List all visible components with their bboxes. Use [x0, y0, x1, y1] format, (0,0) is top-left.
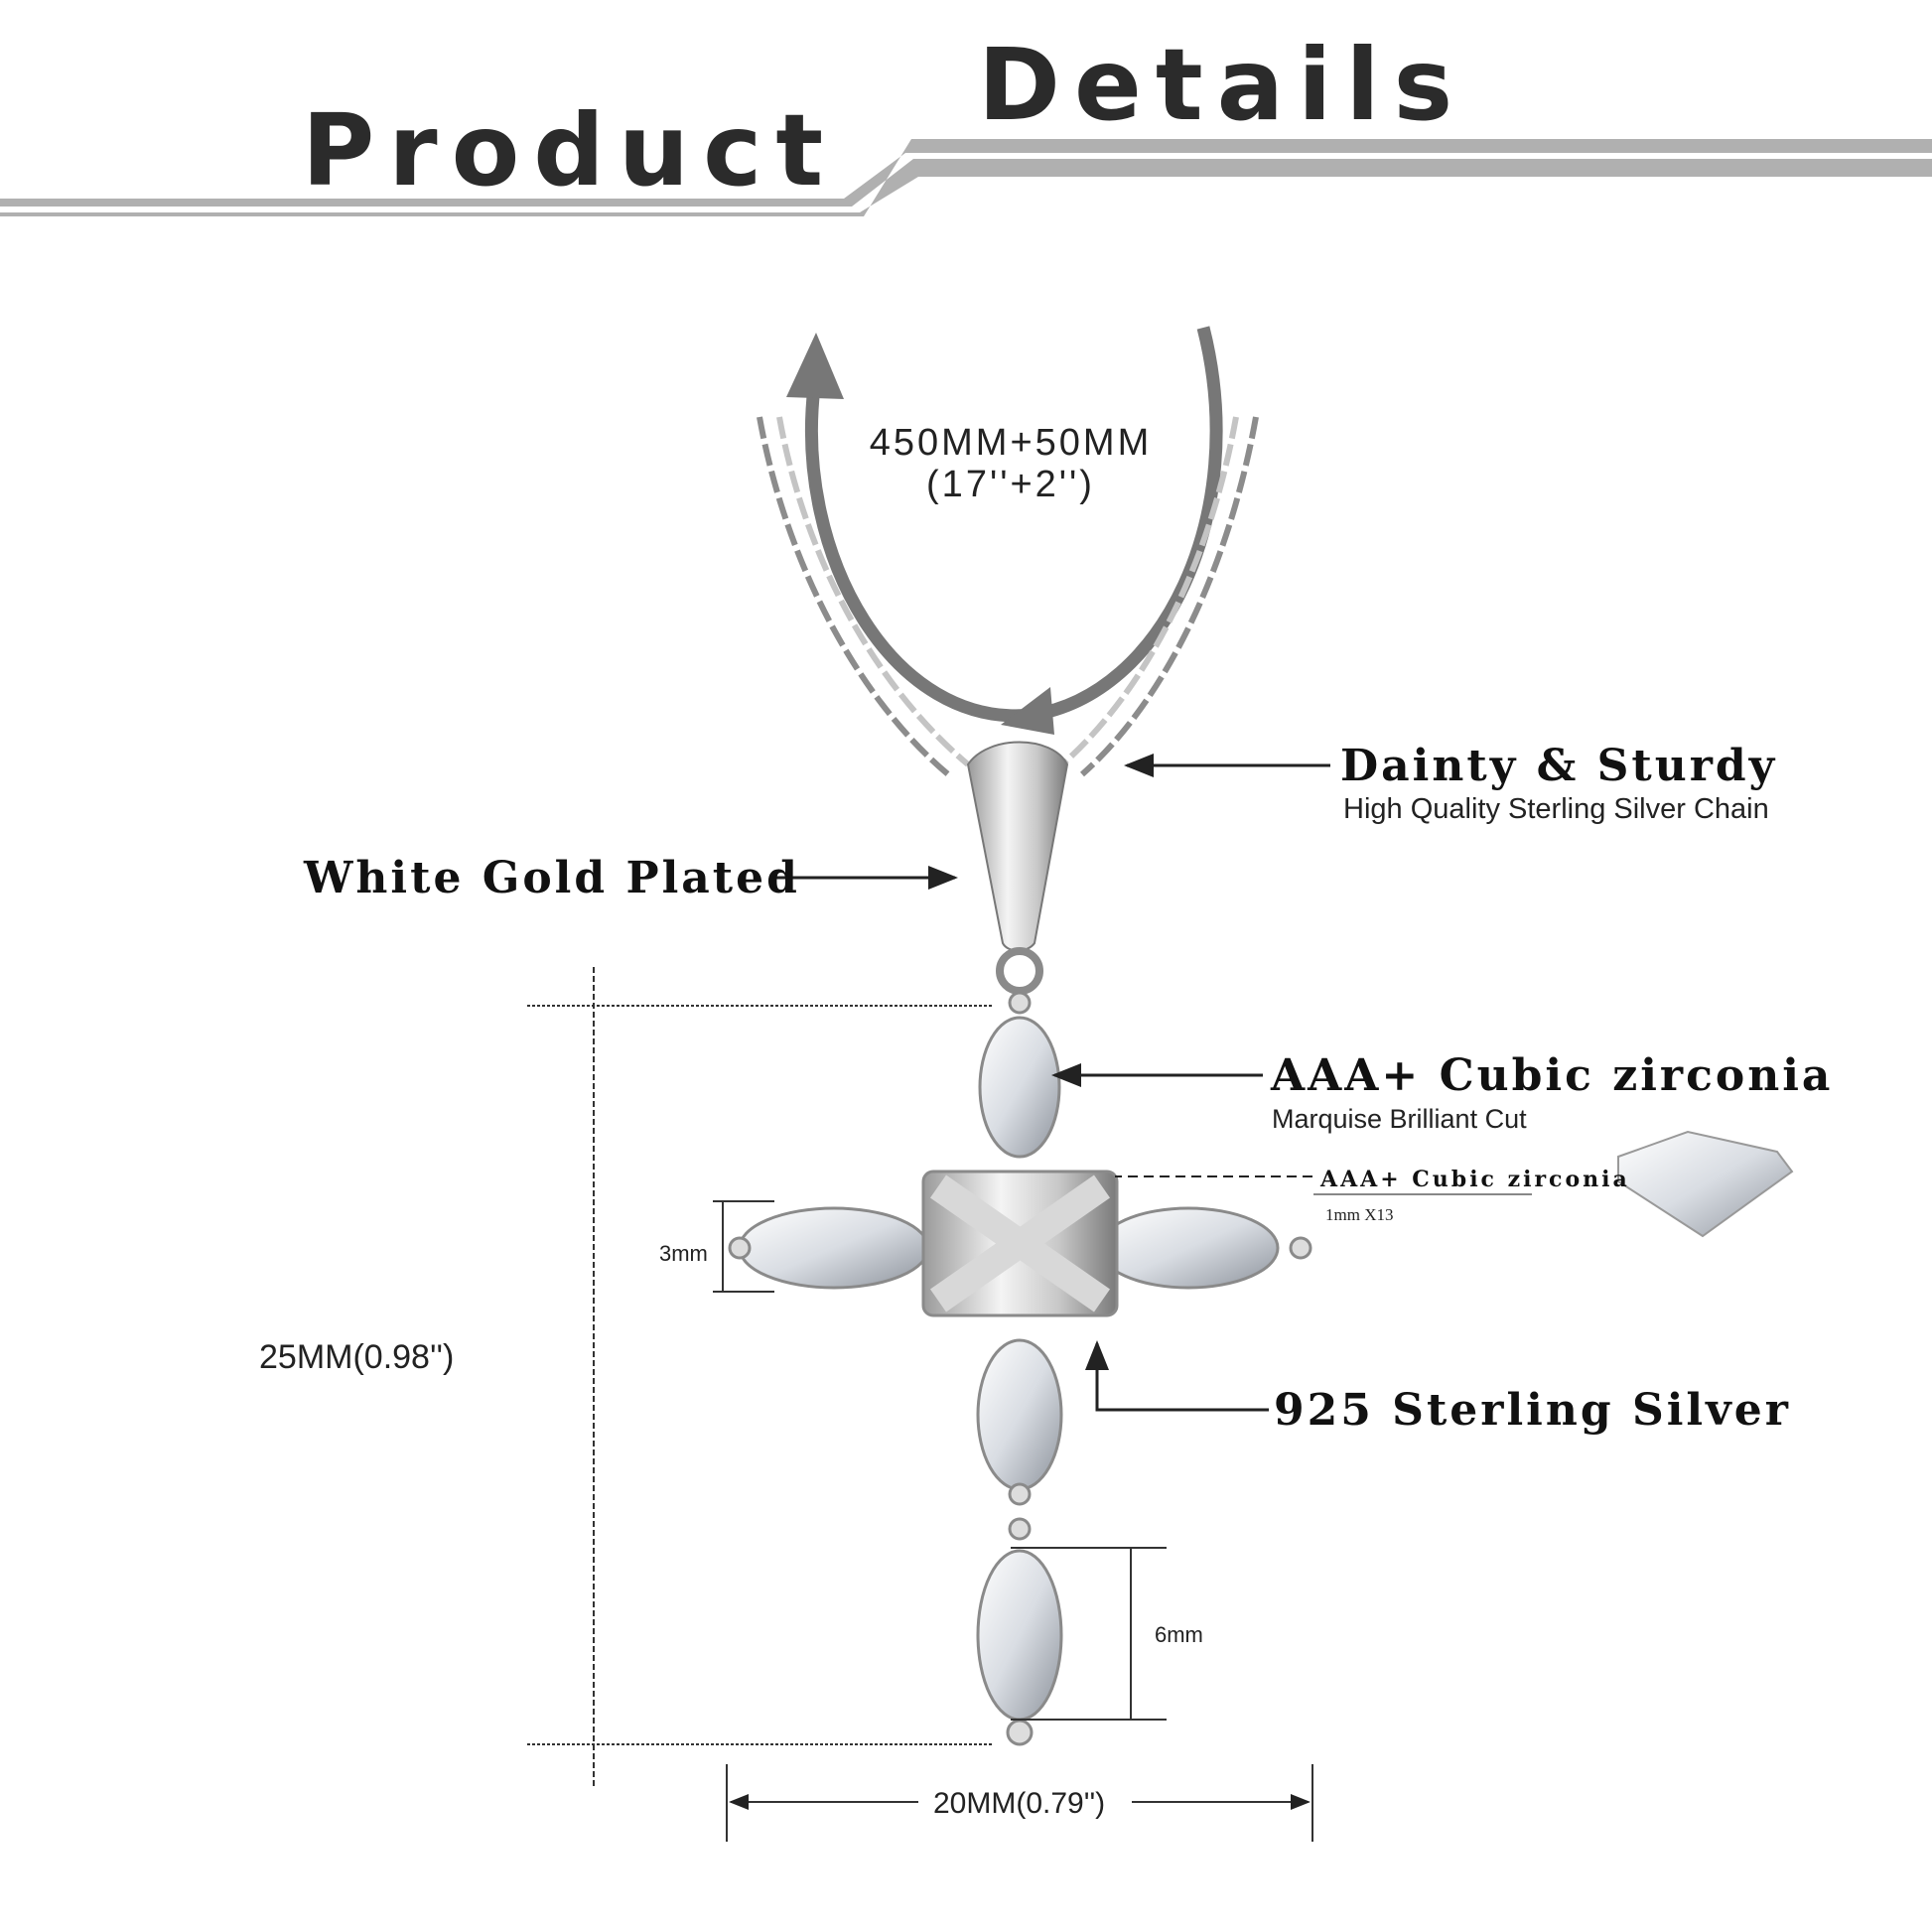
width-dimension: 20MM(0.79'')	[933, 1787, 1105, 1820]
stone-length-dimension: 6mm	[1155, 1622, 1203, 1647]
chain-subtitle: High Quality Sterling Silver Chain	[1343, 793, 1769, 825]
stone-subtitle: Marquise Brilliant Cut	[1272, 1104, 1527, 1134]
chain-title: Dainty & Sturdy	[1340, 741, 1777, 791]
loose-stone-icon	[1617, 1130, 1794, 1238]
bail-label: White Gold Plated	[303, 853, 800, 903]
metal-label: 925 Sterling Silver	[1274, 1385, 1791, 1436]
header-product: Product	[302, 92, 837, 208]
dimension-lines	[527, 967, 1313, 1842]
bail	[966, 741, 1069, 995]
small-stone-subtitle: 1mm X13	[1325, 1205, 1393, 1224]
arm-width-dimension: 3mm	[659, 1241, 708, 1266]
chain-length-in: (17''+2'')	[926, 464, 1095, 505]
callout-lines	[770, 754, 1532, 1412]
header-details: Details	[978, 27, 1466, 143]
chain-length-arrow-icon	[786, 326, 1223, 735]
height-dimension: 25MM(0.98'')	[259, 1338, 454, 1376]
chain	[757, 416, 1259, 777]
cross-pendant	[728, 991, 1312, 1746]
stone-title: AAA+ Cubic zirconia	[1270, 1050, 1833, 1101]
header-lines	[0, 139, 1932, 216]
chain-length-mm: 450MM+50MM	[870, 422, 1152, 464]
small-stone-title: AAA+ Cubic zirconia	[1319, 1167, 1630, 1192]
